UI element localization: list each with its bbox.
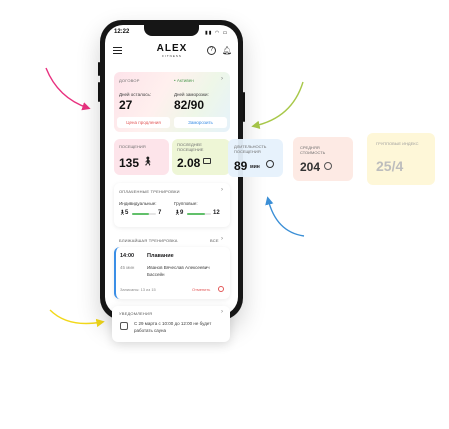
training-name: Плавание xyxy=(147,253,174,259)
status-icons: ▮▮ ◠ ▭ xyxy=(205,30,229,36)
clock-icon xyxy=(266,160,274,168)
menu-icon[interactable] xyxy=(113,47,122,56)
app-logo: ALEX FITNESS xyxy=(150,43,194,58)
duration-label: ДЛИТЕЛЬНОСТЬ ПОСЕЩЕНИЯ xyxy=(234,144,267,154)
visits-card[interactable] xyxy=(114,139,169,175)
group-label: Групповые: xyxy=(174,201,198,206)
notification-text-line-1: С 29 марта с 10:00 до 12:00 не будет xyxy=(134,321,212,326)
group-used: 9 xyxy=(180,210,184,216)
paid-trainings-title: ОПЛАЧЕННЫЕ ТРЕНИРОВКИ xyxy=(119,189,180,194)
contract-status: • Активен xyxy=(174,78,194,83)
last-visit-card[interactable] xyxy=(172,139,230,175)
group-progress-fill xyxy=(187,213,205,215)
status-time: 12:22 xyxy=(114,29,130,35)
last-visit-value: 2.08 xyxy=(177,156,201,170)
group-index-card[interactable] xyxy=(367,133,435,185)
notifications-title: УВЕДОМЛЕНИЯ xyxy=(119,311,153,316)
extend-price-button[interactable]: Цена продления xyxy=(117,117,170,128)
training-booked: Записаны: 13 из 15 xyxy=(120,287,156,292)
group-progress-track xyxy=(187,213,211,215)
individual-progress-fill xyxy=(132,213,150,215)
chevron-right-icon[interactable]: › xyxy=(221,187,223,193)
training-duration: 45 мин xyxy=(120,265,135,270)
individual-total: 7 xyxy=(158,210,162,216)
visits-value: 135 xyxy=(119,156,140,170)
training-place: Бассейн xyxy=(147,272,165,277)
next-training-card[interactable] xyxy=(114,247,230,299)
chevron-right-icon[interactable]: › xyxy=(221,236,223,242)
individual-progress-track xyxy=(132,213,156,215)
avg-cost-label: СРЕДНЯЯ СТОИМОСТЬ xyxy=(300,145,326,155)
person-icon: 🚶︎ xyxy=(142,156,154,166)
arrow-blue xyxy=(265,196,305,237)
avg-cost-value: 204 xyxy=(300,160,321,174)
next-training-title: БЛИЖАЙШАЯ ТРЕНИРОВКА xyxy=(119,238,178,243)
group-index-value: 25/4 xyxy=(376,158,404,174)
phone-side-button xyxy=(98,62,100,76)
individual-used: 5 xyxy=(125,210,129,216)
individual-label: Индивидуальные: xyxy=(119,201,157,206)
phone-side-button xyxy=(243,92,245,122)
logo-text: ALEX xyxy=(156,43,188,54)
visits-label: ПОСЕЩЕНИЯ xyxy=(119,144,146,149)
person-icon: 🚶︎ xyxy=(174,210,181,216)
duration-value: 89 xyxy=(234,159,248,173)
bell-icon[interactable]: 🔔︎ xyxy=(222,46,233,55)
arrow-pink xyxy=(45,67,91,111)
help-icon[interactable]: ? xyxy=(207,46,216,55)
close-icon[interactable] xyxy=(218,286,224,292)
last-visit-label: ПОСЛЕДНЕЕ ПОСЕЩЕНИЕ xyxy=(177,142,204,152)
days-frozen-value: 82/90 xyxy=(174,98,205,112)
group-total: 12 xyxy=(213,210,220,216)
avg-cost-card[interactable] xyxy=(293,137,353,181)
notifications-card[interactable] xyxy=(112,306,230,342)
contract-title: ДОГОВОР xyxy=(119,78,140,83)
freeze-button[interactable]: Заморозить xyxy=(174,117,227,128)
phone-notch xyxy=(144,25,199,36)
phone-side-button xyxy=(98,82,100,102)
arrow-green xyxy=(251,81,304,129)
paid-trainings-panel[interactable] xyxy=(114,183,230,227)
arrow-yellow xyxy=(49,309,105,328)
group-index-label: ГРУППОВЫЕ ИНДЕКС xyxy=(376,141,419,146)
days-left-value: 27 xyxy=(119,98,133,112)
training-trainer: Иванов Вячеслав Алексеевич xyxy=(147,265,210,270)
notification-icon xyxy=(120,322,128,330)
days-left-label: Дней осталось: xyxy=(119,92,152,97)
days-frozen-label: Дней заморозки: xyxy=(174,92,209,97)
training-time: 14:00 xyxy=(120,253,135,259)
person-icon: 🚶︎ xyxy=(119,210,126,216)
all-trainings-link[interactable]: ВСЕ xyxy=(210,238,219,243)
chevron-right-icon[interactable]: › xyxy=(221,309,223,315)
logo-subtext: FITNESS xyxy=(162,54,182,58)
cancel-training-button[interactable]: Отменить xyxy=(192,287,211,292)
ticket-icon xyxy=(203,158,211,164)
cash-icon xyxy=(324,162,332,170)
chevron-right-icon[interactable]: › xyxy=(221,76,223,82)
duration-card[interactable] xyxy=(228,139,283,177)
duration-unit: мин xyxy=(250,164,260,170)
notification-text-line-2: работать сауна xyxy=(134,328,166,333)
